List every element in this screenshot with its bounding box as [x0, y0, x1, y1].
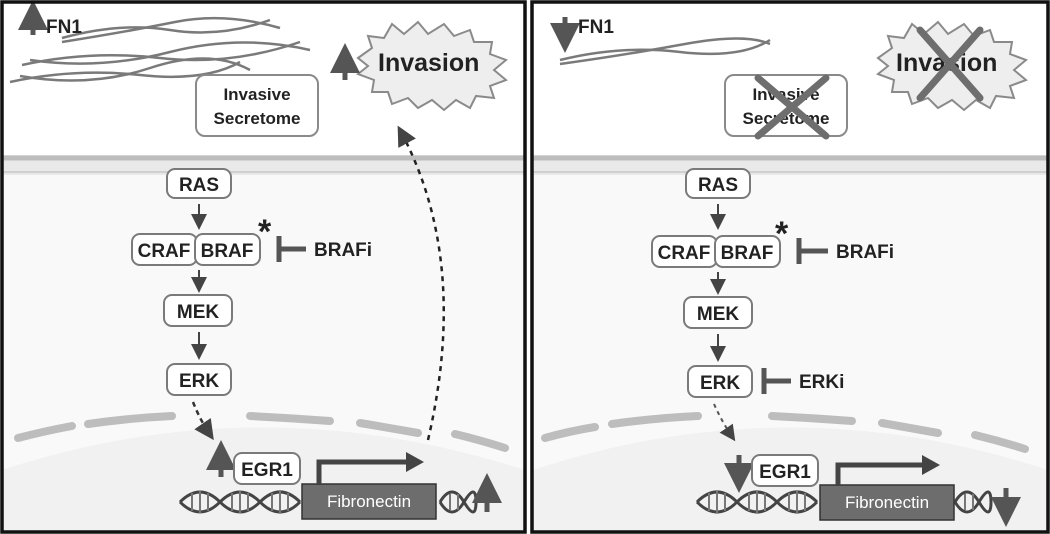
egr1-box [751, 454, 819, 487]
egr1-label: EGR1 [241, 460, 293, 481]
mek-box [163, 294, 233, 327]
transcription-arrow [835, 462, 924, 485]
mek-label: MEK [697, 304, 740, 325]
dna-rungs [708, 491, 974, 513]
braf-box [194, 233, 261, 266]
erki-label: ERKi [799, 372, 844, 393]
ras-box [166, 168, 232, 199]
transcription-arrowhead [922, 455, 940, 475]
fn1-label: FN1 [46, 17, 82, 38]
panel-left: FN1 Invasion Invasive Secretome RAS CRAF… [2, 0, 525, 533]
transcription-arrow [316, 459, 408, 484]
fn1-fibers [9, 16, 311, 84]
invasion-label: Invasion [378, 49, 479, 77]
secretome-label-line1: Invasive [223, 85, 290, 104]
panel-right-border [530, 0, 1050, 534]
braf-mutation-asterisk: * [775, 215, 789, 253]
erk-box [687, 365, 753, 398]
transcription-arrowhead [406, 452, 424, 472]
mek-box [683, 296, 753, 329]
craf-label: CRAF [658, 243, 711, 264]
secretome-blocked-cross [754, 74, 830, 140]
fn1-label: FN1 [578, 17, 614, 38]
egr1-label: EGR1 [759, 462, 811, 483]
ras-label: RAS [698, 175, 738, 196]
panel-right: FN1 Invasion Invasive Secretome RAS CRAF… [533, 17, 1048, 533]
erk-box [166, 363, 232, 396]
fibronectin-gene-box [301, 483, 437, 520]
brafi-label: BRAFi [836, 242, 894, 263]
dna-rungs [191, 491, 459, 513]
braf-label: BRAF [721, 243, 774, 264]
egr1-box [233, 452, 301, 485]
mek-label: MEK [177, 302, 220, 323]
ras-box [685, 168, 751, 199]
craf-label: CRAF [138, 241, 191, 262]
braf-box [714, 235, 781, 268]
secretome-label-line2: Secretome [214, 109, 301, 128]
secretome-box [195, 74, 319, 137]
nuclear-envelope [14, 412, 509, 452]
invasion-starburst [356, 20, 508, 112]
braf-mutation-asterisk: * [258, 213, 272, 251]
erk-to-egr1-arrow [191, 401, 214, 441]
panel-left-border [0, 0, 527, 534]
fibronectin-gene-box [819, 484, 955, 521]
ras-label: RAS [179, 175, 219, 196]
erk-label: ERK [700, 373, 740, 394]
fibronectin-label: Fibronectin [327, 492, 411, 511]
erk-label: ERK [179, 371, 219, 392]
brafi-label: BRAFi [314, 240, 372, 261]
fibronectin-label: Fibronectin [845, 493, 929, 512]
braf-label: BRAF [201, 241, 254, 262]
invasion-blocked-cross [916, 26, 984, 102]
nuclear-envelope [541, 412, 1029, 453]
fn1-fibers [559, 37, 771, 66]
erk-to-egr1-arrow [713, 403, 736, 442]
